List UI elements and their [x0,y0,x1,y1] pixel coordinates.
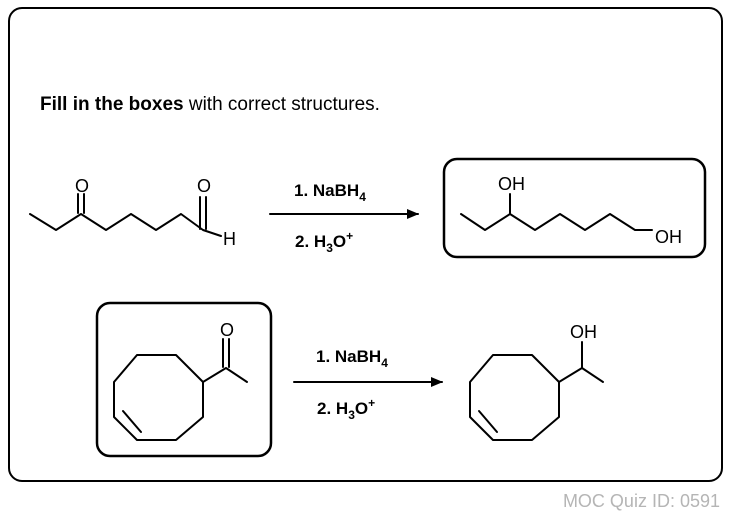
ketone-oxygen-label: O [75,176,89,196]
reaction-1-step-1: 1. NaBH4 [294,181,366,204]
diol-carbon-chain [460,213,653,231]
ring-double-bond [478,410,498,433]
quiz-id-label: MOC Quiz ID: 0591 [562,491,720,511]
hydroxyl-label: OH [570,322,597,342]
hydroxyl-label-top: OH [498,174,525,194]
starting-material-box-2 [95,301,273,458]
reaction-2-step-1: 1. NaBH4 [316,347,388,370]
cyclooctene-ring [469,354,560,441]
carbon-chain [29,213,222,237]
product-cyclooctenyl-alcohol: OH [469,322,604,441]
aldehyde-oxygen-label: O [197,176,211,196]
starting-material-cyclooctenyl-ketone: O [113,320,248,441]
hydroxyl-label-end: OH [655,227,682,247]
instruction-text: Fill in the boxes with correct structure… [40,94,380,116]
reaction-1-step-2: 2. H3O+ [295,229,353,255]
instruction-bold: Fill in the boxes [40,94,184,115]
reaction-2-step-2: 2. H3O+ [317,396,375,422]
aldehyde-hydrogen-label: H [223,229,236,249]
acetyl-bonds [202,367,248,383]
cyclooctene-ring [113,354,204,441]
quiz-frame [8,7,723,482]
ring-double-bond [122,410,142,433]
product-diol: OH OH [460,174,682,247]
starting-material-ketoaldehyde: O O H [29,176,236,249]
instruction-rest: with correct structures. [183,94,380,115]
ketone-oxygen-label: O [220,320,234,340]
product-box-1 [442,157,707,259]
ethanol-side-chain [558,367,604,383]
